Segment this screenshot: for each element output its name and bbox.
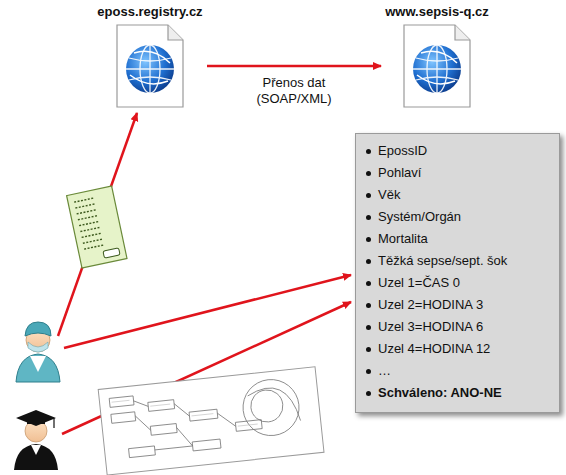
graduate-icon <box>14 410 58 470</box>
list-item: Uzel 1=ČAS 0 <box>366 272 551 294</box>
list-item: … <box>366 360 551 382</box>
edge-label: Přenos dat (SOAP/XML) <box>246 75 342 107</box>
web-server-node: eposs.registry.cz <box>95 4 205 109</box>
doctor-icon <box>16 322 60 382</box>
list-item: Uzel 3=HODINA 6 <box>366 316 551 338</box>
server-address: eposs.registry.cz <box>95 4 205 19</box>
field-name: Věk <box>378 184 400 206</box>
list-item: Systém/Orgán <box>366 206 551 228</box>
arrow-line <box>64 275 351 348</box>
list-item: Věk <box>366 184 551 206</box>
bullet <box>366 325 371 330</box>
list-item: Uzel 4=HODINA 12 <box>366 338 551 360</box>
field-name: Těžká sepse/sept. šok <box>378 250 507 272</box>
field-name: EpossID <box>378 140 427 162</box>
web-page-icon <box>114 23 186 109</box>
bullet <box>366 281 371 286</box>
web-page-icon <box>401 23 473 109</box>
list-item: Mortalita <box>366 228 551 250</box>
flowchart-sketch <box>98 367 324 475</box>
bullet <box>366 171 371 176</box>
field-name: Uzel 4=HODINA 12 <box>378 338 490 360</box>
field-name: Mortalita <box>378 228 428 250</box>
data-transfer-arrow <box>207 65 381 68</box>
form-document <box>67 186 127 268</box>
field-name: Schváleno: ANO-NE <box>378 382 502 404</box>
list-item: Schváleno: ANO-NE <box>366 382 551 404</box>
field-name: Uzel 3=HODINA 6 <box>378 316 483 338</box>
web-server-node: www.sepsis-q.cz <box>383 4 491 109</box>
field-name: … <box>378 360 391 382</box>
field-name: Uzel 2=HODINA 3 <box>378 294 483 316</box>
list-item: Uzel 2=HODINA 3 <box>366 294 551 316</box>
bullet <box>366 303 371 308</box>
arrow-line <box>58 113 137 336</box>
data-field-box: EpossIDPohlavíVěkSystém/OrgánMortalitaTě… <box>355 133 560 413</box>
bullet <box>366 369 371 374</box>
bullet <box>366 391 371 396</box>
list-item: Těžká sepse/sept. šok <box>366 250 551 272</box>
bullet <box>366 215 371 220</box>
list-item: Pohlaví <box>366 162 551 184</box>
field-name: Systém/Orgán <box>378 206 461 228</box>
bullet <box>366 149 371 154</box>
bullet <box>366 259 371 264</box>
bullet <box>366 347 371 352</box>
server-address: www.sepsis-q.cz <box>383 4 491 19</box>
bullet <box>366 237 371 242</box>
list-item: EpossID <box>366 140 551 162</box>
field-name: Uzel 1=ČAS 0 <box>378 272 460 294</box>
field-name: Pohlaví <box>378 162 421 184</box>
bullet <box>366 193 371 198</box>
